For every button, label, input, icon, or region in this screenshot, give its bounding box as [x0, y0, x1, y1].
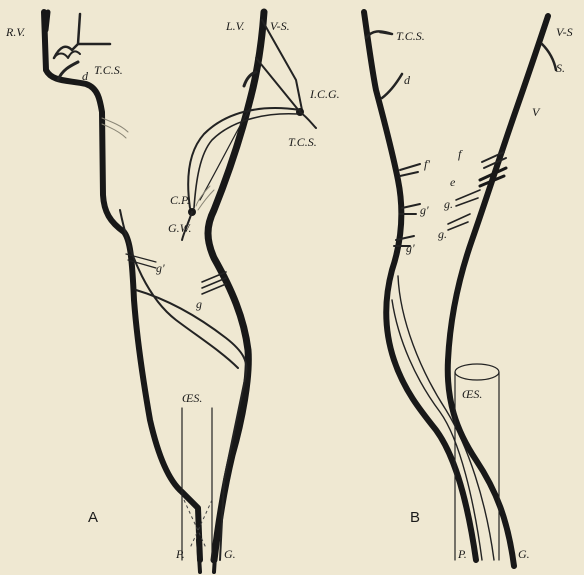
right-vagus-trunk — [44, 12, 200, 560]
b-g-lines-1 — [456, 190, 480, 206]
vs-branch — [262, 20, 302, 110]
label-g-a: g — [196, 297, 202, 311]
label-rv: R.V. — [5, 25, 25, 39]
label-p-a: P. — [175, 547, 185, 561]
label-gprime1-b: g' — [420, 203, 429, 217]
left-vagus-trunk — [208, 12, 264, 560]
label-g1-b: g. — [444, 197, 453, 211]
b-d-branch — [382, 74, 402, 98]
label-tcs-b: T.C.S. — [396, 29, 425, 43]
label-g2-b: g. — [438, 227, 447, 241]
label-tcs-right: T.C.S. — [288, 135, 317, 149]
label-d-a: d — [82, 69, 89, 83]
right-vagus-root — [46, 12, 48, 30]
label-f-b: f — [458, 147, 463, 161]
b-oesophagus-top — [455, 364, 499, 380]
tcs-branch-right — [300, 112, 316, 128]
label-g-bottom-b: G. — [518, 547, 530, 561]
label-icg: I.C.G. — [309, 87, 340, 101]
label-vs-b: V-S — [556, 25, 573, 39]
b-fprime-lines — [400, 164, 420, 176]
label-lv: L.V. — [225, 19, 245, 33]
label-g-bottom-a: G. — [224, 547, 236, 561]
label-cp: C.P. — [170, 193, 190, 207]
panel-a — [44, 12, 316, 572]
panel-label-b: B — [410, 509, 420, 526]
b-s-branch — [542, 44, 556, 70]
panel-label-a: A — [88, 509, 98, 526]
label-g-prime-a: g' — [156, 261, 165, 275]
label-tcs-top: T.C.S. — [94, 63, 123, 77]
label-gprime2-b: g' — [406, 241, 415, 255]
label-e-b: e — [450, 175, 456, 189]
tcs-branch-top — [54, 14, 110, 58]
label-v-b: V — [532, 105, 541, 119]
panel-b — [364, 12, 556, 566]
label-oes-a: ŒS. — [182, 391, 202, 405]
faint-cardiac — [196, 186, 214, 210]
label-fprime-b: f' — [424, 157, 430, 171]
icg-connection — [256, 58, 300, 112]
label-oes-b: ŒS. — [462, 387, 482, 401]
b-g-lines-2 — [448, 214, 470, 230]
label-vs: V-S. — [270, 19, 290, 33]
label-p-b: P. — [457, 547, 467, 561]
label-s-b: S. — [556, 61, 565, 75]
label-gw: G.W. — [168, 221, 192, 235]
faint-threads-a-top — [102, 118, 128, 138]
label-d-b: d — [404, 73, 411, 87]
